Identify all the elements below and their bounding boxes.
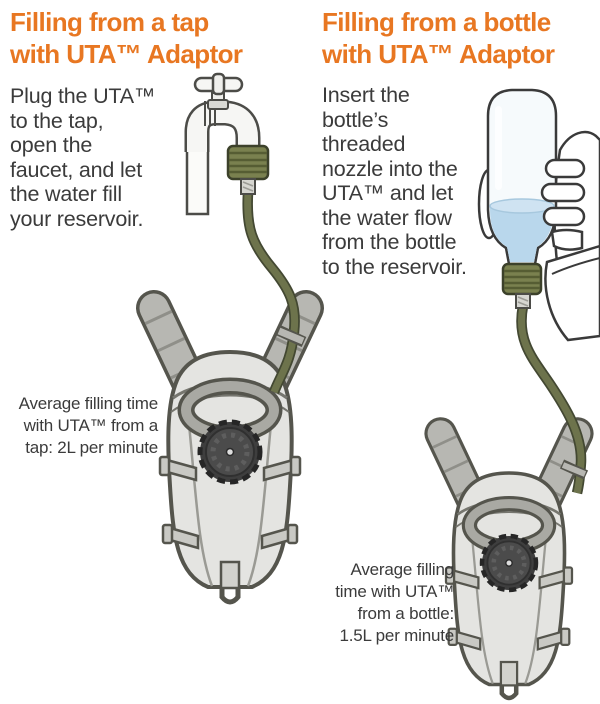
tube-connector-tap [240, 178, 256, 195]
fill-rate-note-bottle: Average filling time with UTA™ from a bo… [335, 560, 454, 645]
hose-tube-right [516, 305, 589, 495]
water-bottle [486, 88, 558, 266]
uta-adaptor-tap [226, 144, 270, 181]
instructions-tap: Plug the UTA™ to the tap, open the fauce… [10, 84, 156, 231]
instructions-bottle: Insert the bottle’s threaded nozzle into… [322, 83, 467, 279]
hydration-pack-right [441, 433, 578, 698]
tube-connector-bottle [515, 293, 531, 309]
bottle-hand-illustration [477, 88, 600, 342]
water-surface [489, 198, 555, 214]
heading-tap-panel: Filling from a tap with UTA™ Adaptor [10, 7, 243, 69]
tap-handle [193, 72, 244, 96]
sleeve-cuff [544, 244, 600, 342]
heading-bottle-panel: Filling from a bottle with UTA™ Adaptor [322, 7, 555, 69]
uta-adaptor-bottle [501, 262, 543, 296]
fingers [540, 158, 586, 251]
hose-tube-left [242, 192, 307, 394]
hydration-pack-left [154, 308, 306, 602]
fill-rate-note-tap: Average filling time with UTA™ from a ta… [18, 394, 159, 457]
tap-illustration [184, 72, 270, 216]
water [490, 200, 554, 262]
